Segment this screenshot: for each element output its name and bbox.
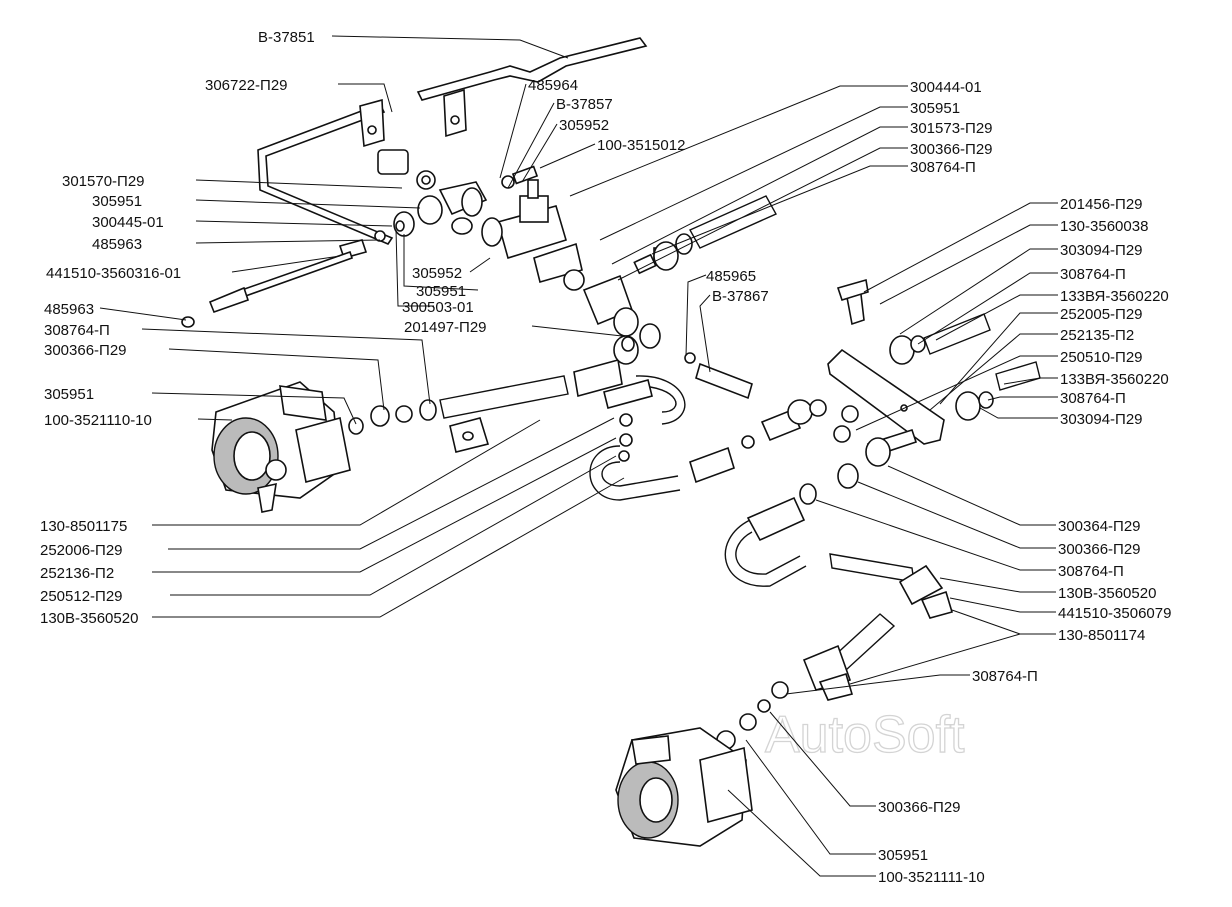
label-305951-upper-right: 305951 [910,100,960,117]
label-100-3521110-10: 100-3521110-10 [44,412,152,429]
hose-assembly-right [716,496,954,750]
label-305951-lower: 305951 [878,847,928,864]
label-250512-p29: 250512-П29 [40,588,123,605]
label-v-37867: В-37867 [712,288,769,305]
pressure-valve [481,165,585,291]
label-300445-01: 300445-01 [92,214,164,231]
label-485965: 485965 [706,268,756,285]
label-305951-a: 305951 [92,193,142,210]
label-252136-p2: 252136-П2 [40,565,114,582]
label-308764-p-right-a: 308764-П [1060,266,1126,283]
label-305951-left: 305951 [44,386,94,403]
leader-lines [99,35,1058,877]
label-306722-p29: 306722-П29 [205,77,288,94]
label-100-3515012: 100-3515012 [597,137,685,154]
label-308764-p-right-b: 308764-П [1060,390,1126,407]
label-v-37857: В-37857 [556,96,613,113]
label-308764-p-left: 308764-П [44,322,110,339]
label-133vya-3560220-b: 133ВЯ-3560220 [1060,371,1169,388]
part-labels: В-37851 306722-П29 485964 В-37857 305952… [40,29,1171,886]
label-300366-p29-lower: 300366-П29 [878,799,961,816]
center-fittings [689,399,827,484]
label-300366-p29-right: 300366-П29 [1058,541,1141,558]
label-308764-p-upper-right: 308764-П [910,159,976,176]
label-485964: 485964 [528,77,578,94]
label-305952-mid: 305952 [412,265,462,282]
label-300444-01: 300444-01 [910,79,982,96]
support-plate [799,348,945,505]
label-308764-p-right-c: 308764-П [1058,563,1124,580]
watermark: AutoSoft [765,706,965,764]
label-133vya-3560220-a: 133ВЯ-3560220 [1060,288,1169,305]
label-201497-p29: 201497-П29 [404,319,487,336]
label-252005-p29: 252005-П29 [1060,306,1143,323]
label-130v-3560520-left: 130В-3560520 [40,610,138,627]
label-308764-p-lower: 308764-П [972,668,1038,685]
label-252006-p29: 252006-П29 [40,542,123,559]
coupling-head-left [211,381,351,513]
label-303094-p29-a: 303094-П29 [1060,242,1143,259]
tee-fitting-upper [181,149,488,328]
label-252135-p2: 252135-П2 [1060,327,1134,344]
label-300503-01: 300503-01 [402,299,474,316]
label-300364-p29: 300364-П29 [1058,518,1141,535]
mounting-bracket-rod [257,37,648,245]
label-130-3560038: 130-3560038 [1060,218,1148,235]
label-201456-p29: 201456-П29 [1060,196,1143,213]
label-130v-3560520-right: 130В-3560520 [1058,585,1156,602]
label-130-8501174: 130-8501174 [1058,627,1145,644]
label-301570-p29: 301570-П29 [62,173,145,190]
label-485963-b: 485963 [44,301,94,318]
label-v-37851: В-37851 [258,29,315,46]
label-250510-p29: 250510-П29 [1060,349,1143,366]
label-441510-3506079: 441510-3506079 [1058,605,1171,622]
label-130-8501175: 130-8501175 [40,518,127,535]
label-441510-3560316-01: 441510-3560316-01 [46,265,181,282]
label-305952-top: 305952 [559,117,609,134]
label-300366-p29-upper-right: 300366-П29 [910,141,993,158]
hose-assembly-left [348,335,653,462]
label-301573-p29: 301573-П29 [910,120,993,137]
label-305951-mid: 305951 [416,283,466,300]
coupling-head-right [615,727,753,847]
label-300366-p29-left: 300366-П29 [44,342,127,359]
label-303094-p29-b: 303094-П29 [1060,411,1143,428]
label-485963-a: 485963 [92,236,142,253]
tee-fitting-middle [582,247,753,400]
label-100-3521111-10: 100-3521111-10 [878,869,985,886]
